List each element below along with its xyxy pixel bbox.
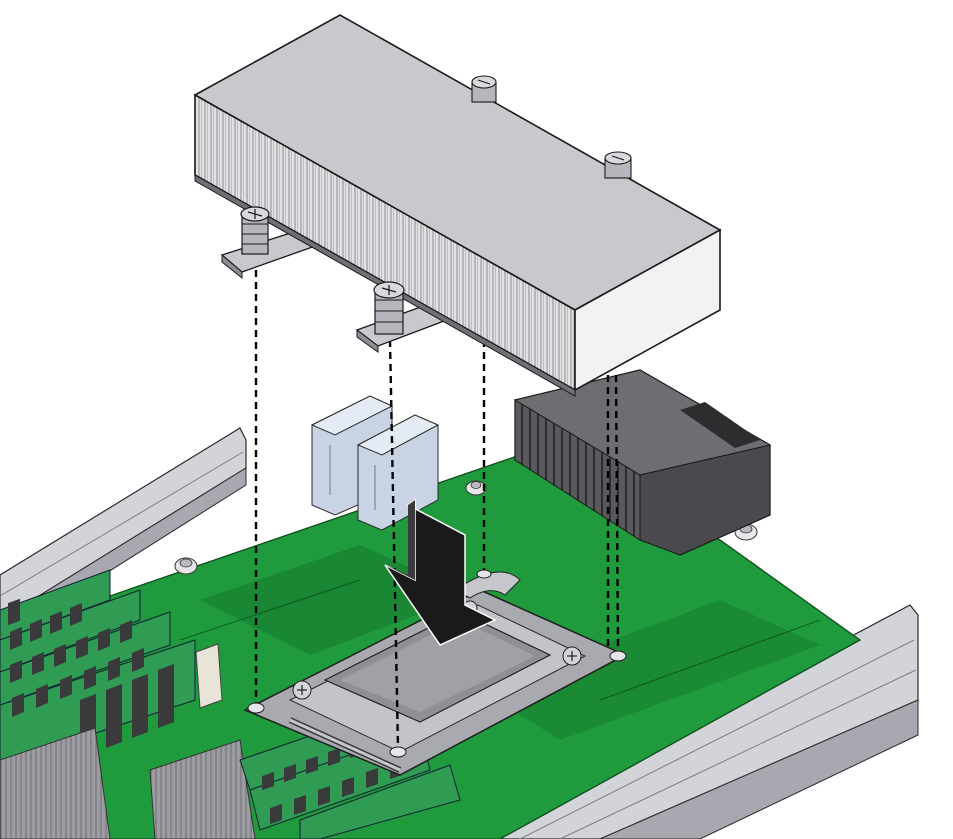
drive-connector-right xyxy=(356,414,440,531)
guide-target-3 xyxy=(476,569,492,579)
heatsink-side-face xyxy=(574,228,721,392)
alignment-guide-line xyxy=(614,374,620,651)
memory-heatsink-center xyxy=(149,739,256,839)
socket-screw-1 xyxy=(292,680,312,700)
alignment-guide-line xyxy=(388,339,400,749)
processor-die xyxy=(323,611,552,723)
guide-target-1 xyxy=(247,702,265,714)
captive-screw-back-right xyxy=(604,151,632,179)
socket-screw-2 xyxy=(562,646,582,666)
heatsink xyxy=(193,14,722,397)
dimm-chips xyxy=(10,603,174,758)
socket-load-lever xyxy=(288,571,521,773)
alignment-guides xyxy=(254,270,620,749)
dimm-module xyxy=(0,639,196,766)
standoff-screw-left xyxy=(174,557,198,575)
dimm-module xyxy=(0,569,111,641)
captive-screw-front-left xyxy=(240,206,270,255)
dimm-module xyxy=(0,589,141,673)
processor-socket xyxy=(243,571,627,776)
insertion-arrow xyxy=(384,498,497,646)
dimm-slots-left xyxy=(0,569,223,766)
captive-screw-front-right xyxy=(373,281,405,335)
guide-target-4 xyxy=(609,650,627,662)
dimm-latch xyxy=(195,643,223,709)
standoff-screw-mid xyxy=(465,480,487,496)
captive-screw-back-left xyxy=(471,75,497,103)
memory-heatsink-left xyxy=(0,727,111,839)
power-connector xyxy=(513,369,772,556)
guide-target-2 xyxy=(389,746,407,758)
